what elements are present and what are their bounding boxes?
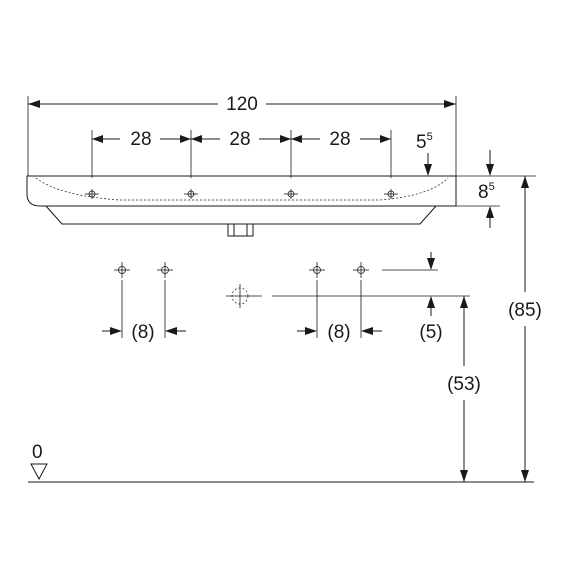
floor-level-icon bbox=[30, 463, 48, 481]
supply-point-icon bbox=[309, 262, 325, 278]
tap-offset-dimension-left: (8) bbox=[102, 322, 186, 343]
tap-hole-icon bbox=[184, 189, 198, 199]
supply-point-icon bbox=[157, 262, 173, 278]
overall-width-dimension: 120 bbox=[27, 94, 457, 176]
rim-height-label: 85 bbox=[478, 181, 495, 203]
supply-point-icon bbox=[114, 262, 130, 278]
drain-outlet-icon bbox=[226, 284, 470, 308]
total-height-label: (85) bbox=[508, 300, 542, 321]
floor-line: 0 bbox=[28, 442, 534, 483]
drain-height-dimension: (53) bbox=[447, 296, 481, 482]
supply-point-icon bbox=[353, 262, 369, 278]
edge-offset-dimension: 55 bbox=[416, 131, 433, 176]
floor-level-label: 0 bbox=[32, 442, 43, 463]
tap-offset-label-left: (8) bbox=[131, 322, 154, 343]
drain-offset-dimension: (5) bbox=[419, 252, 443, 343]
drain-offset-label: (5) bbox=[419, 322, 442, 343]
hole-spacing-label-1: 28 bbox=[130, 129, 151, 150]
tap-hole-markers bbox=[85, 189, 398, 199]
hole-spacing-dimension: 28 28 28 bbox=[91, 129, 392, 178]
drain-height-label: (53) bbox=[447, 374, 481, 395]
tap-hole-icon bbox=[284, 189, 298, 199]
hole-spacing-label-2: 28 bbox=[229, 129, 250, 150]
total-height-dimension: (85) bbox=[508, 176, 542, 482]
tap-offset-label-right: (8) bbox=[327, 322, 350, 343]
tap-hole-icon bbox=[85, 189, 99, 199]
washbasin-body bbox=[26, 175, 536, 237]
tap-offset-dimension-right: (8) bbox=[297, 322, 382, 343]
hole-spacing-label-3: 28 bbox=[329, 129, 350, 150]
overall-width-label: 120 bbox=[226, 94, 258, 115]
supply-point-markers bbox=[114, 262, 438, 338]
tap-hole-icon bbox=[384, 189, 398, 199]
edge-offset-label: 55 bbox=[416, 131, 433, 153]
rim-height-dimension: 85 bbox=[478, 150, 495, 228]
